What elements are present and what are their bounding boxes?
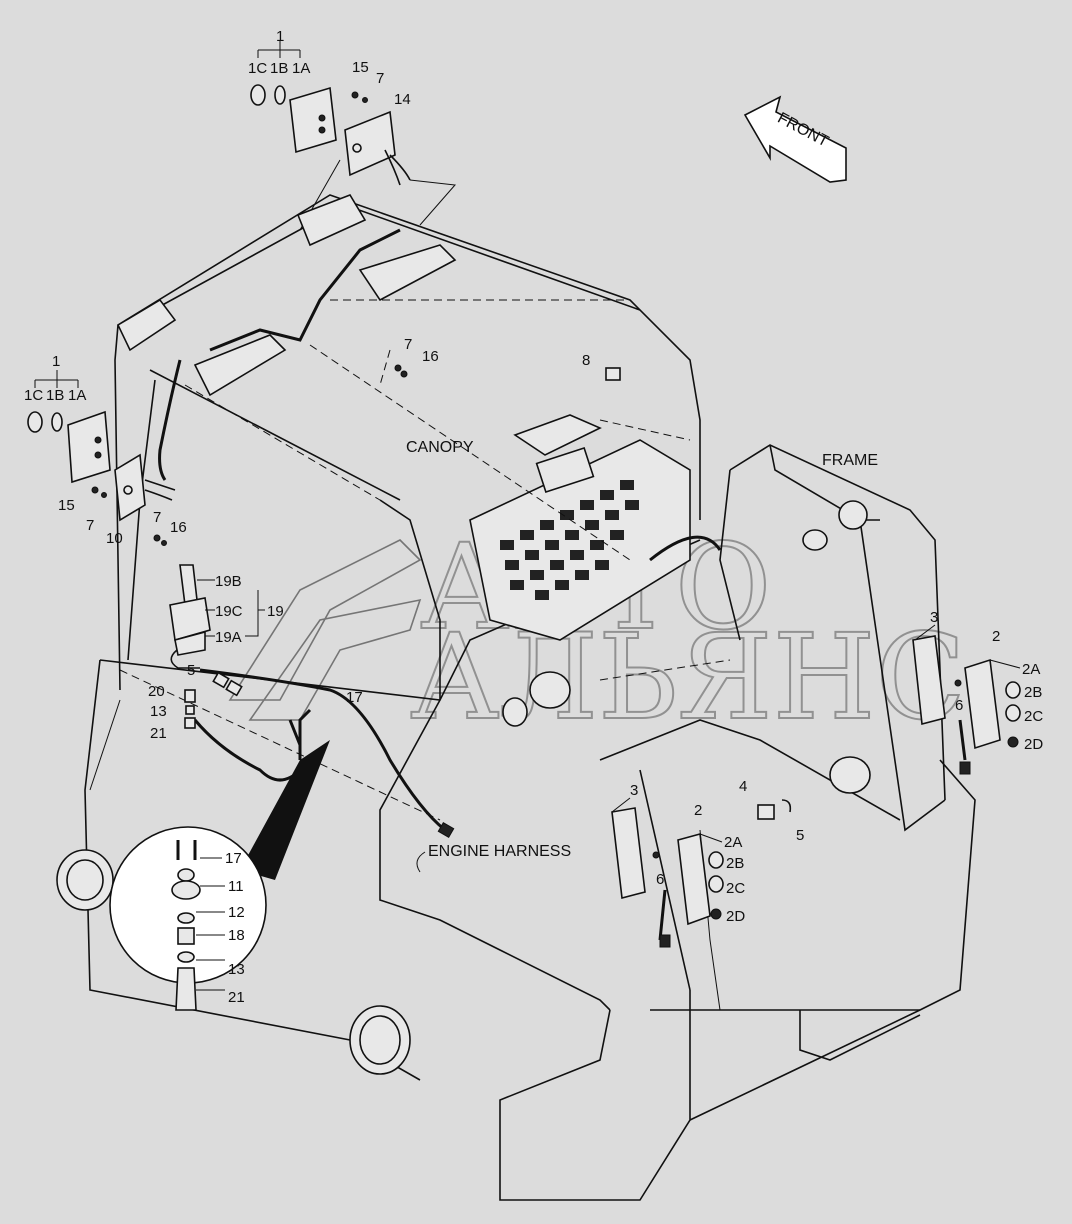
callout-detail-17: 17 [225,850,242,867]
right-rear-light-assembly: 3 2 2A 2B 2C 2D 6 [912,609,1043,753]
callout-harness-20: 20 [148,683,165,700]
callout-left-1b: 1B [46,387,64,404]
callout-left-15: 15 [58,497,75,514]
wiring [158,228,971,948]
callout-canopy-8: 8 [582,352,590,369]
callout-joystick-19: 19 [267,603,284,620]
callout-left-7: 7 [86,517,94,534]
engine-harness-wire [199,668,446,832]
top-work-light-assembly: 1 1C 1B 1A 15 7 14 [248,28,457,231]
callout-left-7b: 7 [153,509,161,526]
callout-canopy-7: 7 [404,336,412,353]
canopy-top-fasteners: 7 16 8 [394,336,621,381]
callout-lr-2b: 2B [726,855,744,872]
engine-harness-label: ENGINE HARNESS [428,843,571,860]
callout-left-1a: 1A [68,387,86,404]
front-arrow: FRONT [743,95,847,183]
callout-top-15: 15 [352,59,369,76]
callout-lr-2c: 2C [726,880,745,897]
callout-top-1b: 1B [270,60,288,77]
relay-assembly: 4 5 [739,778,804,844]
callout-rr-6: 6 [955,697,963,714]
callout-top-1: 1 [276,28,284,45]
callout-left-10: 10 [106,530,123,547]
left-rear-light-assembly: 3 2 2A 2B 2C 2D 6 [611,782,745,926]
callout-left-1c: 1C [24,387,43,404]
callout-detail-11: 11 [228,878,244,895]
skid-steer-body [56,194,976,1201]
harness-fittings: 5 20 13 21 17 [148,662,363,742]
callout-top-7: 7 [376,70,384,87]
callout-joystick-19b: 19B [215,573,242,590]
callout-left-1: 1 [52,353,60,370]
callout-lr-2a: 2A [724,834,742,851]
canopy-label: CANOPY [406,439,474,456]
roof-lights [116,194,602,493]
callout-harness-21: 21 [150,725,167,742]
left-work-light-assembly: 1 1C 1B 1A 15 7 10 7 16 [24,353,187,547]
callout-rr-2: 2 [992,628,1000,645]
callout-joystick-19c: 19C [215,603,243,620]
callout-rr-2d: 2D [1024,736,1043,753]
callout-canopy-16: 16 [422,348,439,365]
callout-detail-12: 12 [228,904,245,921]
callout-top-1a: 1A [292,60,310,77]
callout-lr-6: 6 [656,871,664,888]
callout-lr-3: 3 [630,782,638,799]
pressure-switch-detail: 17 11 12 18 13 21 [109,740,330,1011]
callout-detail-18: 18 [228,927,245,944]
callout-rr-2b: 2B [1024,684,1042,701]
callout-rr-3: 3 [930,609,938,626]
watermark-line2: АЛЬЯНС [410,608,966,746]
callout-top-1c: 1C [248,60,267,77]
detail-pointer [240,740,330,880]
callout-detail-13: 13 [228,961,245,978]
callout-harness-13: 13 [150,703,167,720]
callout-top-14: 14 [394,91,411,108]
callout-lr-2: 2 [694,802,702,819]
callout-joystick-19a: 19A [215,629,242,646]
callout-harness-17: 17 [346,689,363,706]
joystick-assembly: 19B 19C 19 19A [169,564,284,669]
callout-rr-2a: 2A [1022,661,1040,678]
window-grid [500,480,639,600]
callout-rr-2c: 2C [1024,708,1043,725]
callout-relay-4: 4 [739,778,747,795]
callout-left-16: 16 [170,519,187,536]
callout-relay-5: 5 [796,827,804,844]
callout-detail-21: 21 [228,989,245,1006]
callout-harness-5: 5 [187,662,195,679]
callout-lr-2d: 2D [726,908,745,925]
frame-label: FRAME [822,452,878,469]
